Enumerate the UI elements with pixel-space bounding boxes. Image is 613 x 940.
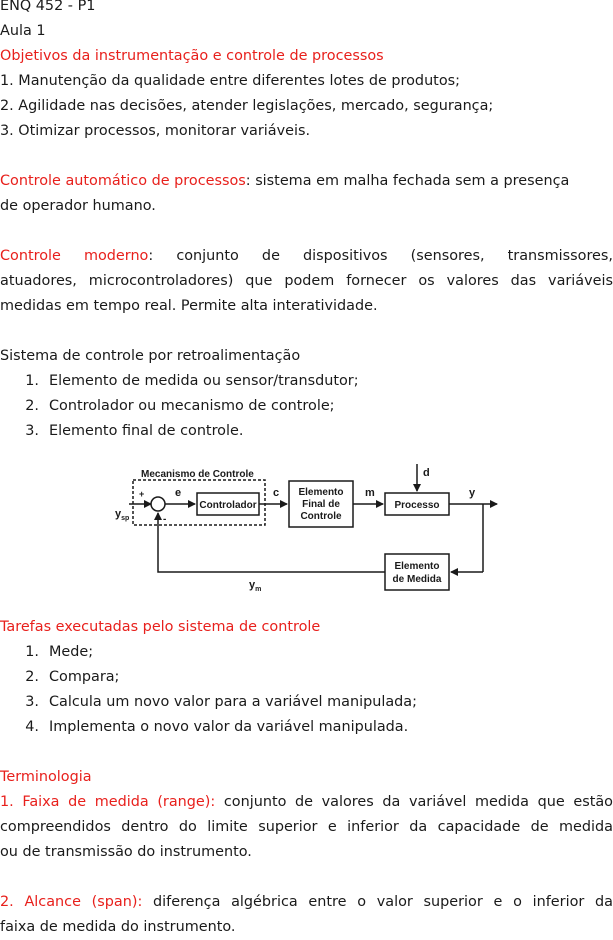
controller-label: Controlador: [199, 500, 256, 511]
list-number: 1.: [25, 373, 39, 389]
objective-item-3: 3. Otimizar processos, monitorar variáve…: [0, 123, 311, 139]
task-item-1: 1. Mede;: [0, 640, 613, 665]
task-item-4: 4. Implementa o novo valor da variável m…: [0, 715, 613, 740]
range-term: 1. Faixa de medida (range):: [0, 794, 216, 810]
span-line-2: faixa de medida do instrumento.: [0, 919, 236, 935]
task-item-2: 2. Compara;: [0, 665, 613, 690]
list-text: Controlador ou mecanismo de controle;: [49, 398, 335, 414]
list-text: Elemento final de controle.: [49, 423, 244, 439]
lesson-title: Aula 1: [0, 23, 46, 39]
auto-control-term: Controle automático de processos: [0, 173, 246, 189]
span-def: diferença algébrica entre o valor superi…: [142, 894, 613, 910]
span-term: 2. Alcance (span):: [0, 894, 143, 910]
feedback-arrow: [154, 512, 385, 573]
list-number: 2.: [25, 669, 39, 685]
error-symbol: e: [175, 487, 181, 499]
range-line-3: ou de transmissão do instrumento.: [0, 844, 252, 860]
measuring-element-label-2: de Medida: [393, 574, 442, 585]
range-def: conjunto de valores da variável medida q…: [215, 794, 613, 810]
feedback-title: Sistema de controle por retroalimentação: [0, 348, 301, 364]
list-number: 4.: [25, 719, 39, 735]
measured-variable-symbol: ym: [249, 579, 261, 593]
range-paragraph: 1. Faixa de medida (range): conjunto de …: [0, 790, 613, 815]
summing-junction: [150, 496, 166, 512]
list-text: Calcula um novo valor para a variável ma…: [49, 694, 417, 710]
range-line-2: compreendidos dentro do limite superior …: [0, 819, 613, 835]
list-text: Mede;: [49, 644, 94, 660]
setpoint-symbol: ysp: [115, 508, 129, 522]
modern-control-def: : conjunto de dispositivos (sensores, tr…: [148, 248, 613, 264]
plus-sign: +: [139, 489, 144, 499]
tasks-heading: Tarefas executadas pelo sistema de contr…: [0, 619, 321, 635]
span-paragraph: 2. Alcance (span): diferença algébrica e…: [0, 890, 613, 915]
list-number: 1.: [25, 644, 39, 660]
process-label: Processo: [394, 500, 439, 511]
modern-control-line-3: medidas em tempo real. Permite alta inte…: [0, 298, 378, 314]
list-text: Compara;: [49, 669, 120, 685]
objective-item-1: 1. Manutenção da qualidade entre diferen…: [0, 73, 460, 89]
list-number: 3.: [25, 694, 39, 710]
feedback-control-block-diagram: Mecanismo de Controle + - ysp e Controla…: [115, 464, 498, 593]
final-element-label-1: Elemento: [298, 487, 343, 498]
task-item-3: 3. Calcula um novo valor para a variável…: [0, 690, 613, 715]
auto-control-paragraph: Controle automático de processos: sistem…: [0, 169, 613, 194]
feedback-item-1: 1. Elemento de medida ou sensor/transdut…: [0, 369, 613, 394]
controller-output-symbol: c: [273, 487, 279, 499]
modern-control-term: Controle moderno: [0, 248, 149, 264]
feedback-item-3: 3. Elemento final de controle.: [0, 419, 613, 444]
measuring-element-label-1: Elemento: [394, 561, 439, 572]
feedback-item-2: 2. Controlador ou mecanismo de controle;: [0, 394, 613, 419]
manipulated-variable-symbol: m: [365, 487, 375, 499]
disturbance-symbol: d: [423, 467, 430, 479]
list-number: 2.: [25, 398, 39, 414]
terminology-heading: Terminologia: [0, 769, 92, 785]
measuring-element-block: [384, 553, 450, 591]
modern-control-line-2: atuadores, microcontroladores) que podem…: [0, 273, 613, 289]
auto-control-def: : sistema em malha fechada sem a presenç…: [245, 173, 570, 189]
final-element-label-2: Final de: [302, 499, 340, 510]
list-number: 3.: [25, 423, 39, 439]
auto-control-line-2: de operador humano.: [0, 198, 156, 214]
final-element-label-3: Controle: [300, 511, 342, 522]
final-control-element-block: [288, 480, 354, 528]
output-symbol: y: [469, 487, 476, 499]
list-text: Elemento de medida ou sensor/transdutor;: [49, 373, 359, 389]
control-mechanism-boundary: [132, 479, 266, 526]
objectives-heading: Objetivos da instrumentação e controle d…: [0, 48, 384, 64]
minus-sign: -: [163, 514, 166, 525]
modern-control-paragraph: Controle moderno: conjunto de dispositiv…: [0, 244, 613, 269]
list-text: Implementa o novo valor da variável mani…: [49, 719, 409, 735]
course-code: ENQ 452 - P1: [0, 0, 96, 14]
control-mechanism-label: Mecanismo de Controle: [141, 469, 254, 480]
objective-item-2: 2. Agilidade nas decisões, atender legis…: [0, 98, 494, 114]
